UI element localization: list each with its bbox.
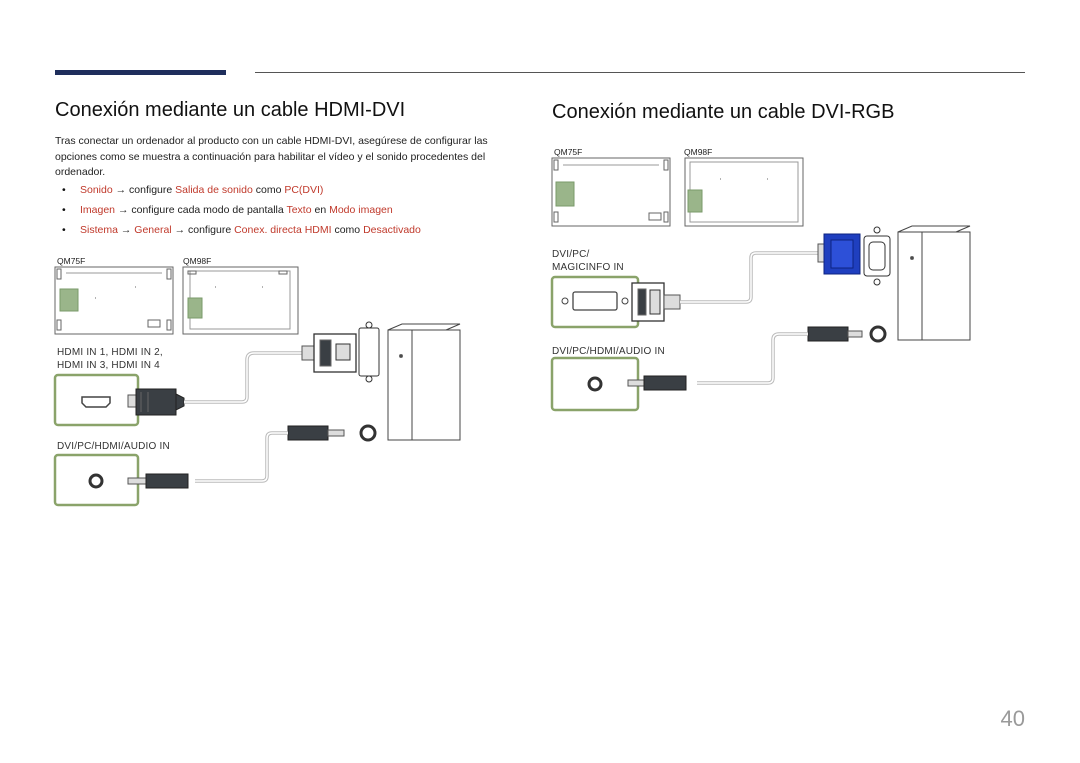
arrow-icon: → (120, 224, 132, 236)
right-audio-port-box (550, 356, 640, 412)
right-model-a-label: QM75F (554, 147, 583, 157)
step-system: • Sistema → General → configure Conex. d… (62, 224, 421, 236)
step-text: configure (126, 184, 176, 196)
arrow-icon: → (174, 224, 186, 236)
display-panel-qm98f-icon (684, 157, 804, 227)
left-section-title: Conexión mediante un cable HDMI-DVI (55, 99, 406, 121)
display-panel-qm98f-icon (182, 266, 299, 335)
dvi-plug-icon (631, 282, 681, 322)
right-dvi-port-label: DVI/PC/ MAGICINFO IN (552, 248, 624, 274)
menu-picture-mode: Modo imagen (329, 204, 393, 216)
vga-plug-icon (817, 233, 861, 275)
pc-dvi-port-icon (358, 327, 380, 377)
menu-system: Sistema (80, 224, 118, 236)
hdmi-port-icon (81, 396, 111, 408)
header-accent-bar (55, 70, 226, 75)
right-audio-port-label: DVI/PC/HDMI/AUDIO IN (552, 346, 665, 357)
arrow-icon: → (115, 184, 127, 196)
pc-audio-jack-icon (869, 325, 887, 343)
hdmi-plug-icon (127, 388, 185, 416)
display-audio-plug-icon (627, 375, 687, 391)
dvi-port-icon (572, 291, 618, 311)
port-label-line: MAGICINFO IN (552, 262, 624, 273)
menu-general: General (134, 224, 172, 236)
left-model-b-label: QM98F (183, 256, 212, 266)
page-number: 40 (1000, 706, 1025, 731)
left-hdmi-port-label: HDMI IN 1, HDMI IN 2, HDMI IN 3, HDMI IN… (57, 346, 163, 372)
header-rule (255, 72, 1025, 73)
step-text: configure (185, 224, 235, 236)
value-off: Desactivado (363, 224, 421, 236)
step-text: configure cada modo de pantalla (128, 204, 287, 216)
pc-vga-port-icon (863, 235, 891, 277)
port-label-line: DVI/PC/ (552, 249, 590, 260)
arrow-icon: → (117, 204, 129, 216)
right-section-title: Conexión mediante un cable DVI-RGB (552, 101, 895, 123)
menu-sound: Sonido (80, 184, 113, 196)
audio-plug-icon (287, 425, 345, 441)
menu-picture: Imagen (80, 204, 116, 216)
settings-steps-list: • Sonido → configure Salida de sonido co… (55, 180, 421, 240)
value-pc-dvi: PC(DVI) (284, 184, 324, 196)
hdmi-port-box (53, 373, 140, 427)
step-sound: • Sonido → configure Salida de sonido co… (62, 184, 324, 196)
menu-sound-output: Salida de sonido (175, 184, 253, 196)
display-audio-jack-icon (587, 376, 603, 392)
right-model-b-label: QM98F (684, 147, 713, 157)
left-model-a-label: QM75F (57, 256, 86, 266)
display-panel-qm75f-icon (551, 157, 671, 227)
port-label-line: HDMI IN 3, HDMI IN 4 (57, 360, 160, 371)
pc-audio-jack-icon (359, 424, 377, 442)
display-audio-jack-icon (88, 473, 104, 489)
display-audio-plug-icon (127, 473, 189, 489)
pc-tower-icon (387, 323, 461, 441)
dvi-plug-icon (301, 333, 357, 373)
audio-plug-icon (807, 326, 863, 342)
port-label-line: HDMI IN 1, HDMI IN 2, (57, 347, 163, 358)
dvi-port-box (550, 275, 640, 329)
step-text: en (311, 204, 330, 216)
display-panel-qm75f-icon (54, 266, 174, 335)
step-text: como (331, 224, 364, 236)
step-text: como (252, 184, 285, 196)
step-picture: • Imagen → configure cada modo de pantal… (62, 204, 393, 216)
left-audio-port-label: DVI/PC/HDMI/AUDIO IN (57, 441, 170, 452)
value-text: Texto (286, 204, 312, 216)
left-intro-text: Tras conectar un ordenador al producto c… (55, 135, 488, 178)
pc-tower-icon (897, 225, 971, 341)
left-audio-port-box (53, 453, 140, 507)
menu-hdmi-hot-plug: Conex. directa HDMI (234, 224, 332, 236)
